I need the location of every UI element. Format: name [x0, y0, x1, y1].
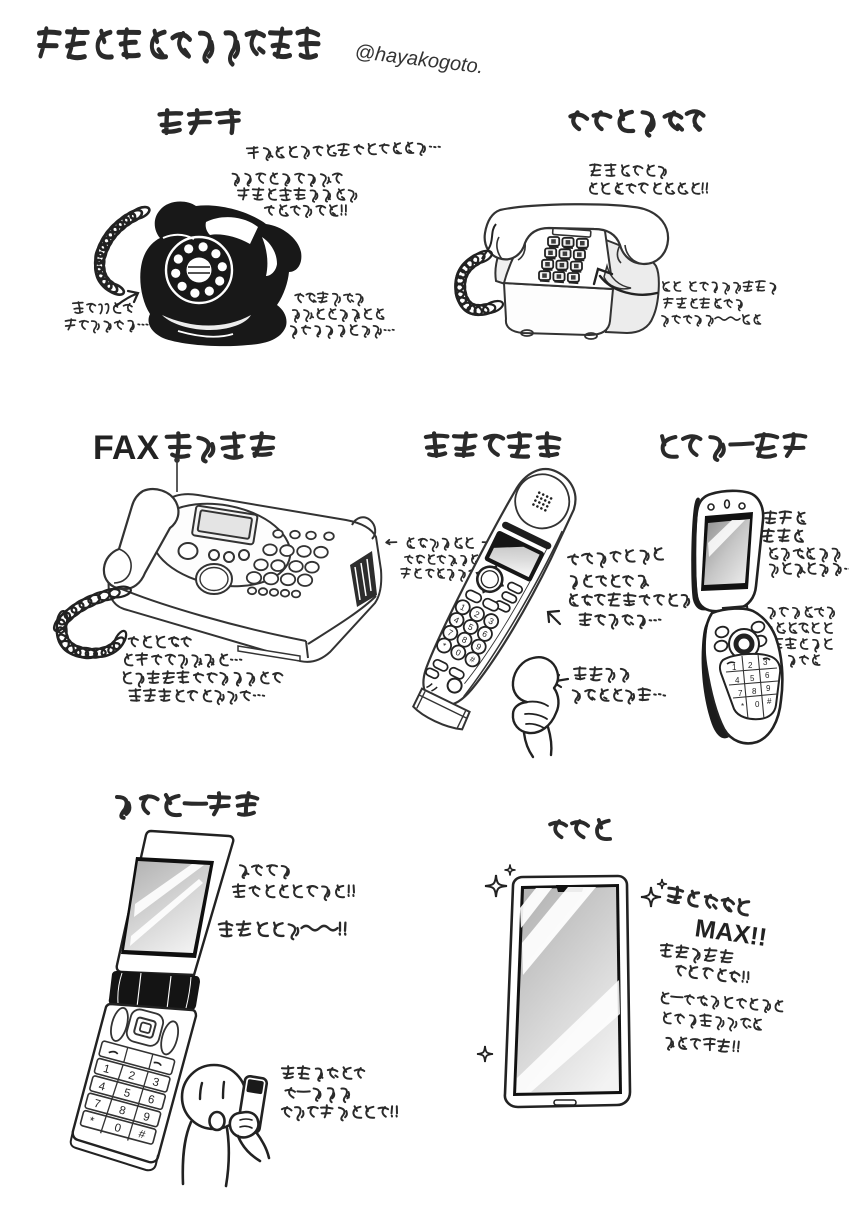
- svg-text:0: 0: [454, 647, 463, 658]
- svg-text:#: #: [767, 697, 772, 706]
- svg-text:0: 0: [113, 1122, 122, 1135]
- svg-text:8: 8: [752, 687, 757, 696]
- svg-text:7: 7: [93, 1098, 102, 1111]
- svg-text:2: 2: [473, 609, 482, 620]
- svg-text:8: 8: [460, 634, 469, 645]
- svg-text:6: 6: [146, 1094, 155, 1107]
- svg-text:4: 4: [97, 1080, 107, 1093]
- svg-text:3: 3: [487, 616, 496, 627]
- svg-text:9: 9: [766, 684, 771, 693]
- svg-text:6: 6: [481, 628, 490, 639]
- svg-text:2: 2: [748, 661, 753, 670]
- svg-text:4: 4: [452, 614, 461, 625]
- svg-text:3: 3: [763, 658, 768, 667]
- svg-text:1: 1: [458, 602, 467, 613]
- svg-text:3: 3: [151, 1076, 160, 1089]
- svg-text:5: 5: [750, 674, 755, 683]
- svg-text:*: *: [88, 1115, 96, 1128]
- svg-text:9: 9: [142, 1111, 151, 1124]
- svg-text:*: *: [741, 702, 744, 711]
- svg-text:5: 5: [122, 1087, 131, 1100]
- svg-text:#: #: [468, 654, 477, 665]
- svg-text:#: #: [137, 1128, 147, 1141]
- svg-text:0: 0: [755, 700, 760, 709]
- svg-text:1: 1: [732, 663, 737, 672]
- svg-text:FAX: FAX: [93, 429, 159, 467]
- svg-text:7: 7: [738, 689, 743, 698]
- svg-text:*: *: [440, 640, 448, 651]
- svg-text:7: 7: [446, 627, 455, 638]
- svg-text:4: 4: [735, 676, 740, 685]
- svg-text:6: 6: [765, 671, 770, 680]
- svg-text:8: 8: [118, 1104, 127, 1117]
- svg-text:1: 1: [102, 1063, 111, 1076]
- svg-text:5: 5: [466, 621, 475, 632]
- svg-text:2: 2: [127, 1070, 136, 1083]
- svg-text:9: 9: [474, 641, 483, 652]
